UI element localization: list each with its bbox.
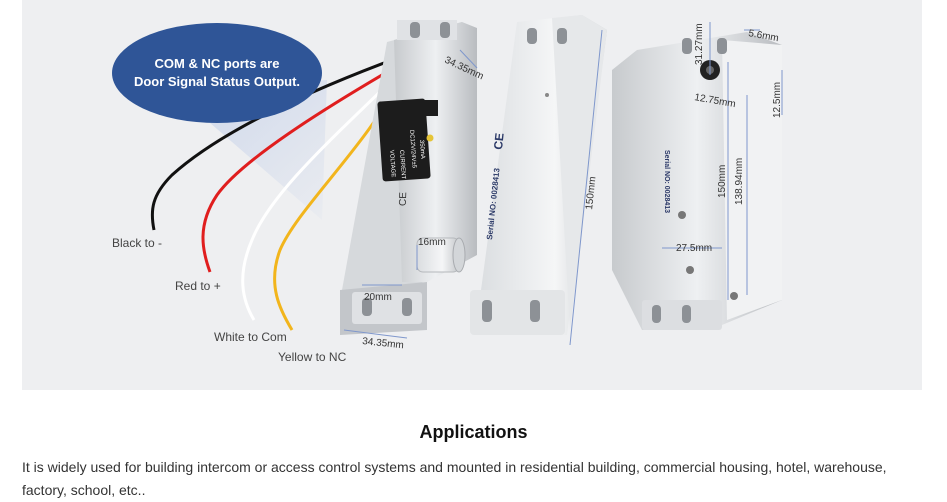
applications-heading: Applications xyxy=(419,422,528,442)
dim-138-94: 138.94mm xyxy=(734,158,745,205)
front-current-label: CURRENT xyxy=(398,150,406,180)
dim-line-34-top xyxy=(459,49,478,69)
wire-yellow xyxy=(273,83,400,331)
applications-description: It is widely used for building intercom … xyxy=(22,459,887,498)
dim-31-27: 31.27mm xyxy=(694,23,705,65)
callout-line-1: COM & NC ports are xyxy=(155,56,280,71)
dim-16: 16mm xyxy=(418,237,446,248)
front-voltage-label: VOLTAGE xyxy=(388,150,396,178)
wire-red xyxy=(201,66,395,273)
lock-back-view: Serial NO: 0028413 CE xyxy=(470,15,607,335)
back-ce-mark: CE xyxy=(491,132,507,150)
wire-white xyxy=(241,74,398,321)
dim-12-5: 12.5mm xyxy=(772,82,783,118)
dim-150-back: 150mm xyxy=(584,176,598,210)
dim-line-34-bottom xyxy=(343,329,408,339)
label-black: Black to - xyxy=(112,236,162,250)
front-voltage-value: DC12V/24V±5 xyxy=(408,130,417,169)
label-yellow: Yellow to NC xyxy=(278,350,347,364)
label-red: Red to + xyxy=(175,279,221,293)
callout-bubble xyxy=(112,23,322,123)
side-serial-label: Serial NO: 0028413 xyxy=(663,150,670,213)
dim-20: 20mm xyxy=(364,292,392,303)
front-ce-mark: CE xyxy=(398,192,409,207)
product-illustration: COM & NC ports are Door Signal Status Ou… xyxy=(112,15,783,364)
product-image-panel: COM & NC ports are Door Signal Status Ou… xyxy=(22,0,922,390)
dim-34-35-bottom: 34.35mm xyxy=(362,336,405,351)
dim-line-150-back xyxy=(569,29,603,346)
dim-150-side: 150mm xyxy=(717,165,728,198)
wire-black xyxy=(150,58,393,231)
label-white: White to Com xyxy=(214,330,287,344)
lock-front-view: VOLTAGE CURRENT DC12V/24V±5 350mA CE xyxy=(340,20,477,335)
callout-line-2: Door Signal Status Output. xyxy=(134,74,300,89)
dim-27-5: 27.5mm xyxy=(676,243,712,254)
front-current-value: 350mA xyxy=(418,140,425,159)
dim-5-6: 5.6mm xyxy=(747,28,779,44)
lock-side-view: Serial NO: 0028413 xyxy=(612,32,782,330)
